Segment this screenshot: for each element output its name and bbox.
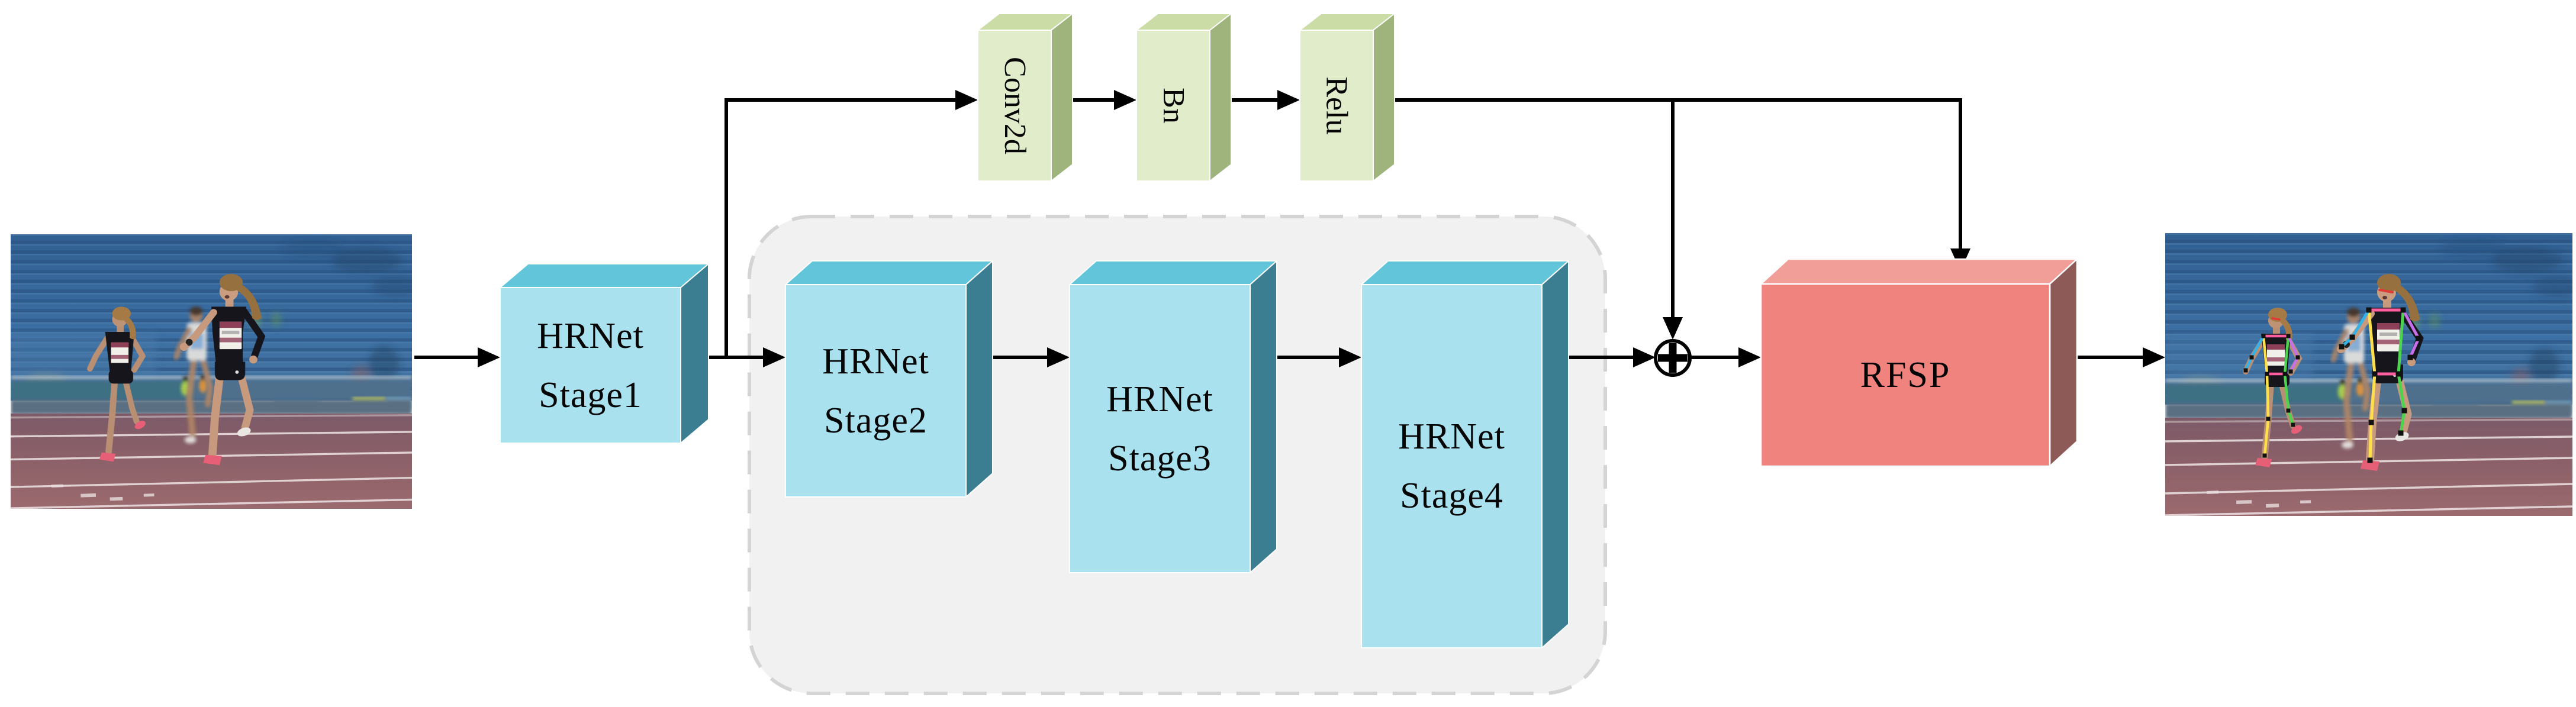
node-hrnet-stage4: [1361, 260, 1569, 648]
arrowhead-icon: [2143, 347, 2165, 367]
node-conv2d: [977, 13, 1073, 182]
node-hrnet-stage3: [1069, 260, 1277, 573]
arrowhead-icon: [1339, 347, 1361, 367]
input-image: [11, 234, 412, 509]
arrowhead-icon: [1633, 347, 1656, 367]
arrowhead-icon: [1047, 347, 1070, 367]
arrowhead-icon: [1663, 317, 1683, 340]
arrowhead-icon: [478, 347, 500, 367]
arrowhead-icon: [763, 347, 785, 367]
edge-relu-rfsp: [1395, 98, 1962, 250]
node-bn: [1136, 13, 1232, 182]
arrowhead-icon: [1738, 347, 1761, 367]
arrowhead-icon: [1114, 90, 1136, 110]
connectors: [414, 98, 2144, 359]
output-image: [2165, 233, 2572, 516]
sum-node-icon: [1654, 339, 1692, 377]
node-rfsp: [1760, 258, 2078, 467]
arrowhead-icon: [1277, 90, 1300, 110]
arrowhead-icon: [955, 90, 978, 110]
arrowheads: [478, 90, 2165, 367]
node-relu: [1299, 13, 1395, 182]
node-hrnet-stage1: [500, 263, 709, 444]
node-hrnet-stage2: [785, 260, 993, 498]
edge-stage1-conv2d: [724, 98, 957, 357]
